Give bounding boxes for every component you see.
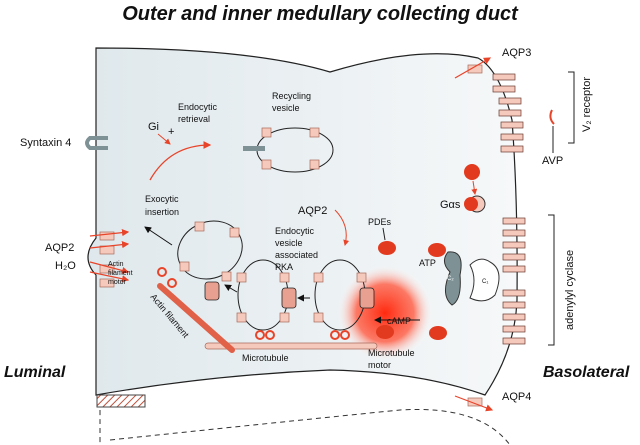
exocytic-arrow <box>144 226 173 246</box>
syntaxin-label: Syntaxin 4 <box>20 137 71 149</box>
microtubule-label: Microtubule <box>242 353 289 363</box>
actin-motor-label-2: filament <box>108 270 133 277</box>
aqp3-label: AQP3 <box>502 47 531 59</box>
gas-label: Gαs <box>440 199 461 211</box>
microtubule-motor-label-2: motor <box>368 360 391 370</box>
pdes-label: PDEs <box>368 217 392 227</box>
pka-label-3: associated <box>275 250 318 260</box>
exocytic-label-1: Exocytic <box>145 194 179 204</box>
adenylyl-cyclase-label: adenylyl cyclase <box>564 250 576 330</box>
actin-filament <box>157 283 235 353</box>
pde-icons <box>376 241 447 340</box>
v2-receptor-label: V₂ receptor <box>581 77 593 132</box>
water-arrows <box>89 57 494 412</box>
recycling-vesicle-label-1: Recycling <box>272 91 311 101</box>
recycling-vesicle-label-2: vesicle <box>272 103 300 113</box>
aqp4-label: AQP4 <box>502 391 531 403</box>
motor-icons <box>157 267 350 340</box>
c1-label: C₁ <box>482 279 488 285</box>
v2-bracket <box>568 71 575 144</box>
actin-motor-label-1: Actin <box>108 261 124 268</box>
title: Outer and inner medullary collecting duc… <box>122 3 519 25</box>
h2o-label: H₂O <box>55 260 76 272</box>
luminal-label: Luminal <box>4 364 66 381</box>
c2-label: C₂ <box>447 276 454 282</box>
endocytosis-arrow <box>334 209 350 246</box>
neighbor-cell-outline <box>99 408 511 445</box>
pka-label-1: Endocytic <box>275 226 315 236</box>
syntaxin-bar <box>243 146 265 151</box>
actin-motor-label-3: motor <box>108 279 127 286</box>
transmembrane-helices <box>492 73 526 345</box>
endocytic-retrieval-label-2: retrieval <box>178 114 210 124</box>
pde-leader <box>382 227 386 241</box>
plus-label: + <box>168 126 174 138</box>
avp-label: AVP <box>542 155 563 167</box>
exocytic-label-2: insertion <box>145 207 179 217</box>
atp-label: ATP <box>419 258 436 268</box>
pka-arrow-1 <box>224 284 238 293</box>
basolateral-label: Basolateral <box>543 364 630 381</box>
gi-arrow <box>157 133 171 145</box>
pka-icons <box>204 281 375 309</box>
syntaxin-icon <box>85 136 108 150</box>
hatched-junction <box>96 394 146 408</box>
avp-icon <box>549 109 555 125</box>
camp-label: cAMP <box>387 316 411 326</box>
c1-domain <box>469 258 500 302</box>
microtubule-motor-label-1: Microtubule <box>368 348 415 358</box>
g-protein-arrow <box>471 180 478 195</box>
pka-label-4: PKA <box>275 262 293 272</box>
aqp2-channels <box>99 64 483 407</box>
aqp2-label: AQP2 <box>45 242 74 254</box>
endocytic-retrieval-label-1: Endocytic <box>178 102 218 112</box>
c2-domain <box>444 251 462 306</box>
g-protein-icons <box>464 164 486 213</box>
pka-label-2: vesicle <box>275 238 303 248</box>
aqp2-vesicle-label: AQP2 <box>298 205 327 217</box>
microtubule <box>204 342 378 350</box>
gi-label: Gi <box>148 121 159 133</box>
retrieval-arrow <box>149 141 212 181</box>
cyclase-bracket <box>548 214 555 346</box>
